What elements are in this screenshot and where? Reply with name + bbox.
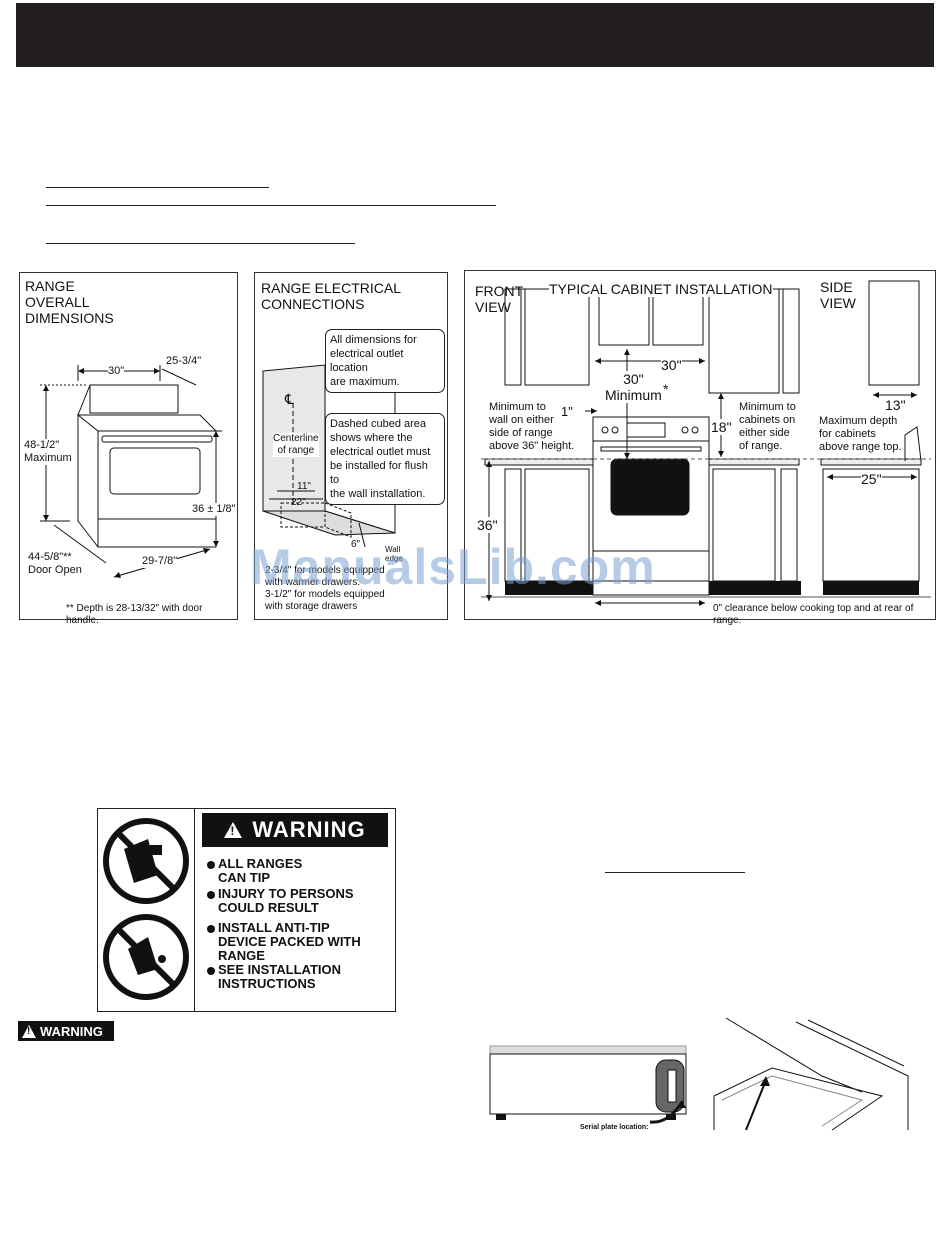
underline-rule	[46, 187, 269, 188]
header-bar	[16, 3, 934, 67]
centerline-symbol: ℄	[285, 391, 294, 407]
dimension-22: 22"	[291, 497, 306, 508]
bullet-icon	[207, 891, 215, 899]
serial-plate-drawer-image: Serial plate location:	[486, 1030, 696, 1136]
serial-plate-cooktop-image	[712, 1016, 912, 1131]
counter-depth-dimension: 25"	[861, 471, 882, 487]
no-tip-icon	[103, 818, 189, 1000]
bullet-icon	[207, 967, 215, 975]
centerline-label: Centerline of range	[273, 433, 319, 457]
alert-triangle-icon: !	[224, 822, 243, 838]
asterisk: *	[663, 381, 669, 397]
clearance-note: 0" clearance below cooking top and at re…	[713, 603, 914, 626]
depth-footnote: ** Depth is 28-13/32" with door handle.	[66, 603, 203, 626]
dashed-area-callout: Dashed cubed area shows where the electr…	[325, 413, 445, 505]
height-dimension: 48-1/2" Maximum	[24, 439, 72, 465]
underline-rule	[605, 872, 745, 873]
cabinet-height-dimension: 18"	[711, 419, 732, 435]
side-view-label: SIDE VIEW	[820, 279, 856, 311]
door-open-dimension: 44-5/8"** Door Open	[28, 551, 82, 576]
underline-rule	[46, 205, 496, 206]
warning-item: INSTALL ANTI-TIP DEVICE PACKED WITH RANG…	[218, 920, 361, 963]
minimum-to-cabinets-note: Minimum to cabinets on either side of ra…	[739, 401, 796, 452]
side-gap-dimension: 1"	[561, 404, 573, 419]
panel-title: RANGE OVERALL DIMENSIONS	[25, 278, 114, 326]
range-electrical-connections-panel: RANGE ELECTRICAL CONNECTIONS All dimensi…	[254, 272, 448, 620]
dimension-11: 11"	[297, 481, 311, 492]
max-depth-dimension: 13"	[885, 397, 906, 413]
warning-badge: ! WARNING	[18, 1021, 114, 1041]
typical-cabinet-installation-panel: FRONT VIEW TYPICAL CABINET INSTALLATION …	[464, 270, 936, 626]
label-divider	[194, 809, 195, 1011]
cooktop-lifted-drawing	[713, 1017, 909, 1131]
outlet-dimensions-callout: All dimensions for electrical outlet loc…	[325, 329, 445, 393]
depth-dimension: 29-7/8"	[142, 555, 178, 568]
warning-item: ALL RANGES CAN TIP	[218, 856, 303, 885]
panel-title: RANGE ELECTRICAL CONNECTIONS	[261, 280, 402, 312]
bullet-icon	[207, 861, 215, 869]
warning-item: INJURY TO PERSONS COULD RESULT	[218, 886, 354, 915]
panel-title: TYPICAL CABINET INSTALLATION	[549, 281, 773, 297]
warning-item: SEE INSTALLATION INSTRUCTIONS	[218, 962, 342, 991]
underline-rule	[46, 243, 355, 244]
range-overall-dimensions-panel: RANGE OVERALL DIMENSIONS 30" 25-3/4" 48-…	[19, 272, 238, 626]
warning-heading-text: WARNING	[252, 817, 366, 842]
depth-top-dimension: 25-3/4"	[166, 355, 202, 367]
minimum-to-wall-note: Minimum to wall on either side of range …	[489, 401, 575, 452]
drawer-drawing	[489, 1045, 687, 1124]
cabinet-width-dimension: 30"	[661, 357, 682, 373]
cooktop-height-dimension: 36 ± 1/8"	[192, 503, 236, 516]
wall-edge-label: Wall edge	[385, 545, 403, 563]
bullet-icon	[207, 925, 215, 933]
anti-tip-warning-label: ! WARNING ALL RANGES CAN TIP INJURY TO P…	[97, 808, 396, 1012]
warning-heading: ! WARNING	[202, 813, 388, 847]
drawer-note: 2-3/4" for models equipped with warmer d…	[265, 565, 385, 612]
watermark: ManualsLib.com	[250, 539, 656, 595]
minimum-clearance-dimension: 30" Minimum	[605, 371, 662, 403]
max-depth-note: Maximum depth for cabinets above range t…	[819, 415, 902, 453]
width-dimension: 30"	[108, 365, 125, 378]
warning-badge-text: WARNING	[40, 1023, 103, 1039]
cabinet-installation-drawing	[481, 280, 931, 606]
serial-plate-caption: Serial plate location:	[580, 1124, 649, 1131]
counter-height-dimension: 36"	[477, 517, 498, 533]
front-view-label: FRONT VIEW	[475, 283, 524, 315]
alert-triangle-icon: !	[22, 1024, 36, 1038]
dimension-6: 6"	[351, 539, 361, 550]
